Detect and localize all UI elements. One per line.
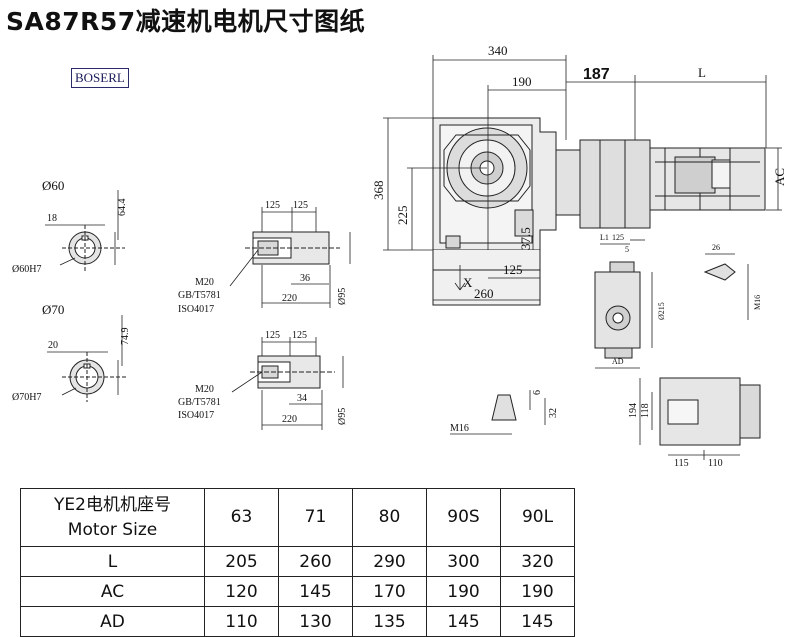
dim-k-m16: M16 bbox=[753, 295, 762, 310]
table-cell: 135 bbox=[352, 606, 427, 637]
dim-L: L bbox=[698, 65, 706, 80]
label-s2-gb: GB/T5781 bbox=[178, 397, 221, 408]
table-cell: 260 bbox=[278, 546, 353, 577]
dim-64-4: 64.4 bbox=[117, 199, 128, 217]
table-cell: 170 bbox=[352, 576, 427, 607]
table-header-row: YE2电机机座号 Motor Size 63 71 80 90S 90L bbox=[20, 488, 575, 547]
shaft-side-view-2 bbox=[231, 337, 344, 430]
table-cell: 130 bbox=[278, 606, 353, 637]
table-cell: 300 bbox=[426, 546, 501, 577]
label-s1-m20: M20 bbox=[195, 277, 214, 288]
hollow-shaft-70-section bbox=[47, 315, 128, 402]
dim-AC: AC bbox=[772, 168, 787, 186]
table-row: AD 110 130 135 145 145 bbox=[20, 606, 575, 637]
size-cell: 71 bbox=[278, 488, 353, 547]
axis-x-label: X bbox=[463, 275, 473, 290]
dim-125: 125 bbox=[503, 262, 523, 277]
row-label: AD bbox=[20, 606, 205, 637]
row-label: AC bbox=[20, 576, 205, 607]
table-cell: 190 bbox=[500, 576, 575, 607]
gearbox-mounting-foot bbox=[432, 250, 541, 306]
table-header-label: YE2电机机座号 Motor Size bbox=[20, 488, 205, 547]
dim-s2-220: 220 bbox=[282, 414, 297, 425]
dim-s2-125a: 125 bbox=[265, 330, 280, 341]
label-s1-gb: GB/T5781 bbox=[178, 290, 221, 301]
table-cell: 120 bbox=[204, 576, 279, 607]
table-row: L 205 260 290 300 320 bbox=[20, 546, 575, 577]
dim-368: 368 bbox=[371, 181, 386, 201]
dim-p-118: 118 bbox=[640, 403, 651, 418]
table-cell: 290 bbox=[352, 546, 427, 577]
table-cell: 205 bbox=[204, 546, 279, 577]
header-line-2: Motor Size bbox=[67, 519, 158, 540]
dimension-labels: 340 190 187 L AC 368 225 37.5 125 260 X … bbox=[12, 43, 787, 469]
dim-260: 260 bbox=[474, 286, 494, 301]
label-s2-m20: M20 bbox=[195, 384, 214, 395]
technical-drawing: 340 190 187 L AC 368 225 37.5 125 260 X … bbox=[12, 43, 787, 469]
table-cell: 110 bbox=[204, 606, 279, 637]
size-cell: 80 bbox=[352, 488, 427, 547]
flange-side-view bbox=[594, 239, 653, 369]
label-s1-iso: ISO4017 bbox=[178, 304, 214, 315]
dim-d70h7: Ø70H7 bbox=[12, 392, 41, 403]
dim-18: 18 bbox=[47, 213, 57, 224]
dim-s2-34: 34 bbox=[297, 393, 307, 404]
dimension-lines-main bbox=[383, 55, 782, 305]
hollow-shaft-60-section bbox=[45, 190, 125, 272]
header-line-1: YE2电机机座号 bbox=[54, 494, 171, 515]
dim-b-6: 6 bbox=[532, 390, 543, 395]
dim-p-110: 110 bbox=[708, 458, 723, 469]
foot-plan-view bbox=[639, 377, 761, 460]
dim-s1-36: 36 bbox=[300, 273, 310, 284]
dim-f-l1: L1 bbox=[600, 233, 609, 242]
page-title: SA87R57减速机电机尺寸图纸 bbox=[6, 7, 366, 36]
dim-20: 20 bbox=[48, 340, 58, 351]
dim-k-26: 26 bbox=[712, 243, 720, 252]
label-s2-iso: ISO4017 bbox=[178, 410, 214, 421]
dim-s1-125a: 125 bbox=[265, 200, 280, 211]
dim-b-m16: M16 bbox=[450, 423, 469, 434]
size-cell: 90L bbox=[500, 488, 575, 547]
dim-d60: Ø60 bbox=[42, 178, 64, 193]
dim-b-32: 32 bbox=[548, 408, 559, 418]
dim-d60h7: Ø60H7 bbox=[12, 264, 41, 275]
shaft-key-detail bbox=[703, 253, 749, 320]
dim-s2-95: Ø95 bbox=[337, 408, 348, 425]
dim-f-5: 5 bbox=[625, 245, 629, 254]
dim-p-194: 194 bbox=[628, 403, 639, 418]
dim-37-5: 37.5 bbox=[518, 227, 533, 250]
dim-p-115: 115 bbox=[674, 458, 689, 469]
dim-d70: Ø70 bbox=[42, 302, 64, 317]
table-cell: 145 bbox=[278, 576, 353, 607]
shaft-side-view-1 bbox=[229, 207, 351, 308]
intermediate-gear-stage bbox=[555, 139, 651, 229]
dim-s1-220: 220 bbox=[282, 293, 297, 304]
dim-s2-125b: 125 bbox=[292, 330, 307, 341]
motor-body bbox=[649, 147, 766, 211]
gearbox-body bbox=[432, 117, 557, 251]
dim-f-ad: AD bbox=[612, 357, 624, 366]
table-cell: 320 bbox=[500, 546, 575, 577]
table-cell: 190 bbox=[426, 576, 501, 607]
dim-187: 187 bbox=[583, 66, 610, 83]
row-label: L bbox=[20, 546, 205, 577]
table-cell: 145 bbox=[500, 606, 575, 637]
dim-225: 225 bbox=[395, 206, 410, 226]
bolt-end-detail bbox=[450, 390, 546, 435]
motor-size-table: YE2电机机座号 Motor Size 63 71 80 90S 90L L 2… bbox=[20, 488, 575, 637]
table-row: AC 120 145 170 190 190 bbox=[20, 576, 575, 607]
size-cell: 63 bbox=[204, 488, 279, 547]
size-cell: 90S bbox=[426, 488, 501, 547]
dim-s1-125b: 125 bbox=[293, 200, 308, 211]
dim-190: 190 bbox=[512, 74, 532, 89]
dim-f-215: Ø215 bbox=[657, 302, 666, 320]
table-cell: 145 bbox=[426, 606, 501, 637]
dim-s1-95: Ø95 bbox=[337, 288, 348, 305]
dim-340: 340 bbox=[488, 43, 508, 58]
dim-f-125: 125 bbox=[612, 233, 624, 242]
dim-74-9: 74.9 bbox=[120, 328, 131, 346]
brand-logo: BOSERL bbox=[71, 68, 129, 88]
